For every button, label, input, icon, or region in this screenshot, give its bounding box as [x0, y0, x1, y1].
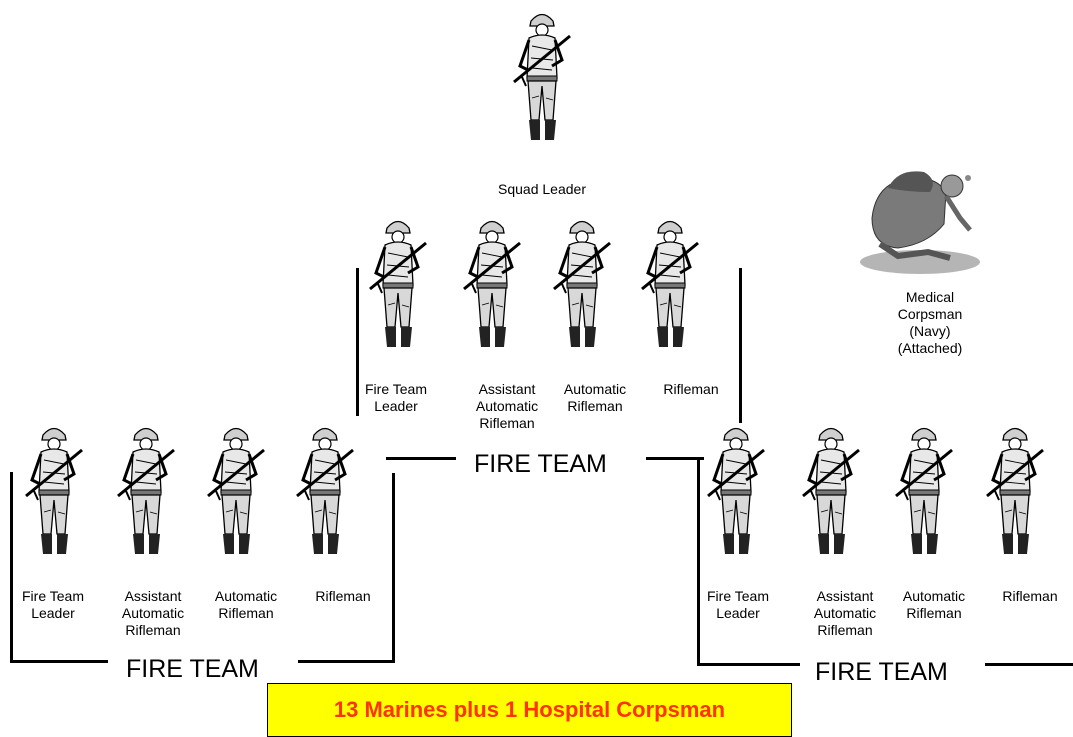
marine-rifleman-icon [116, 422, 176, 562]
team-bracket-line [10, 472, 13, 662]
team-bracket-line [386, 457, 456, 460]
kneeling-corpsman-icon [858, 158, 982, 276]
member-label-rifleman: Rifleman [1002, 588, 1058, 604]
member-label-rifleman: Rifleman [663, 381, 719, 397]
member-label-automatic-rifleman: Automatic Rifleman [563, 381, 627, 414]
team-bracket-line [392, 473, 395, 663]
marine-rifleman-icon [894, 422, 954, 562]
marine-rifleman-icon [368, 215, 428, 355]
team-bracket-line [356, 268, 359, 416]
fire-team-title: FIRE TEAM [474, 450, 607, 478]
marine-rifleman-icon [512, 8, 572, 148]
corpsman-label: Medical Corpsman (Navy) (Attached) [897, 289, 963, 356]
team-bracket-line [697, 663, 800, 666]
marine-rifleman-icon [640, 215, 700, 355]
marine-rifleman-icon [706, 422, 766, 562]
marine-rifleman-icon [801, 422, 861, 562]
fire-team-title: FIRE TEAM [126, 655, 259, 683]
member-label-assistant-automatic-rifleman: Assistant Automatic Rifleman [813, 588, 877, 638]
member-label-assistant-automatic-rifleman: Assistant Automatic Rifleman [121, 588, 185, 638]
team-bracket-line [985, 663, 1073, 666]
squad-leader-label: Squad Leader [498, 181, 586, 197]
team-bracket-line [646, 457, 704, 460]
squad-total-banner: 13 Marines plus 1 Hospital Corpsman [267, 683, 792, 737]
team-bracket-line [298, 660, 395, 663]
team-bracket-line [10, 660, 108, 663]
member-label-fire-team-leader: Fire Team Leader [365, 381, 427, 414]
fire-team-title: FIRE TEAM [815, 658, 948, 686]
team-bracket-line [739, 268, 742, 423]
member-label-fire-team-leader: Fire Team Leader [707, 588, 769, 621]
marine-rifleman-icon [552, 215, 612, 355]
marine-rifleman-icon [206, 422, 266, 562]
marine-rifleman-icon [985, 422, 1045, 562]
member-label-automatic-rifleman: Automatic Rifleman [902, 588, 966, 621]
member-label-assistant-automatic-rifleman: Assistant Automatic Rifleman [475, 381, 539, 431]
marine-rifleman-icon [295, 422, 355, 562]
member-label-automatic-rifleman: Automatic Rifleman [214, 588, 278, 621]
member-label-rifleman: Rifleman [315, 588, 371, 604]
team-bracket-line [697, 460, 700, 666]
marine-rifleman-icon [462, 215, 522, 355]
member-label-fire-team-leader: Fire Team Leader [22, 588, 84, 621]
marine-rifleman-icon [24, 422, 84, 562]
